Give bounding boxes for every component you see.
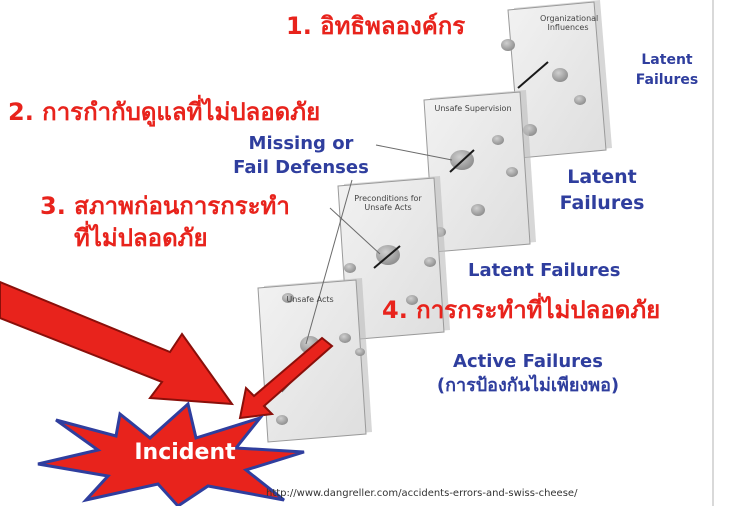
label-missing-defenses: Missing or Fail Defenses bbox=[226, 132, 376, 180]
label-latent-1-line1: Latent bbox=[641, 52, 693, 68]
hole bbox=[552, 68, 568, 82]
hole bbox=[344, 263, 356, 273]
slice-label-org-line1: Organizational bbox=[540, 14, 599, 23]
hole bbox=[282, 293, 294, 303]
label-preconditions-line2: ที่ไม่ปลอดภัย bbox=[74, 224, 208, 252]
label-preconditions-line1: 3. สภาพก่อนการกระทำ bbox=[40, 192, 290, 220]
hole bbox=[339, 333, 351, 343]
hole bbox=[574, 95, 586, 105]
label-unsafe-supervision: 2. การกำกับดูแลที่ไม่ปลอดภัย bbox=[8, 98, 321, 126]
label-latent-1-line2: Failures bbox=[635, 72, 699, 88]
label-active-failures: Active Failures (การป้องกันไม่เพียงพอ) bbox=[408, 350, 648, 398]
slice-label-preconditions: Preconditions for Unsafe Acts bbox=[350, 194, 426, 212]
hole bbox=[501, 39, 515, 51]
hole bbox=[355, 348, 365, 356]
label-latent-2-line2: Failures bbox=[559, 192, 645, 214]
slice-label-org-line2: Influences bbox=[547, 23, 589, 32]
hole bbox=[492, 135, 504, 145]
hole bbox=[276, 415, 288, 425]
slice-label-supervision: Unsafe Supervision bbox=[434, 104, 512, 113]
slice-label-org: Organizational Influences bbox=[540, 14, 599, 32]
red-arrow-left bbox=[0, 280, 235, 406]
right-divider bbox=[712, 0, 714, 506]
slice-label-preconditions-line1: Preconditions for bbox=[354, 194, 422, 203]
slice-label-preconditions-line2: Unsafe Acts bbox=[364, 203, 412, 212]
label-missing-line1: Missing or bbox=[248, 133, 354, 154]
label-missing-line2: Fail Defenses bbox=[233, 157, 369, 178]
label-org-influences: 1. อิทธิพลองค์กร bbox=[286, 12, 466, 40]
slice-label-unsafe-acts: Unsafe Acts bbox=[286, 295, 334, 304]
hole bbox=[406, 295, 418, 305]
incident-label: Incident bbox=[134, 440, 236, 465]
hole bbox=[506, 167, 518, 177]
label-latent-failures-3: Latent Failures bbox=[468, 260, 621, 281]
hole bbox=[471, 204, 485, 216]
label-latent-failures-1: Latent Failures bbox=[632, 50, 702, 90]
label-active-line2: (การป้องกันไม่เพียงพอ) bbox=[436, 375, 620, 396]
source-url: http://www.dangreller.com/accidents-erro… bbox=[266, 488, 578, 499]
trajectory-lines bbox=[373, 61, 549, 269]
label-latent-2-line1: Latent bbox=[567, 166, 637, 188]
label-preconditions: 3. สภาพก่อนการกระทำ ที่ไม่ปลอดภัย bbox=[40, 190, 290, 254]
slice-preconditions bbox=[337, 176, 450, 341]
incident-starburst bbox=[37, 401, 305, 506]
hole bbox=[424, 257, 436, 267]
red-arrow-small bbox=[238, 336, 334, 420]
label-active-line1: Active Failures bbox=[453, 351, 603, 372]
label-latent-failures-2: Latent Failures bbox=[554, 164, 650, 216]
label-unsafe-acts: 4. การกระทำที่ไม่ปลอดภัย bbox=[382, 296, 661, 324]
slice-organizational-influences bbox=[501, 0, 612, 159]
